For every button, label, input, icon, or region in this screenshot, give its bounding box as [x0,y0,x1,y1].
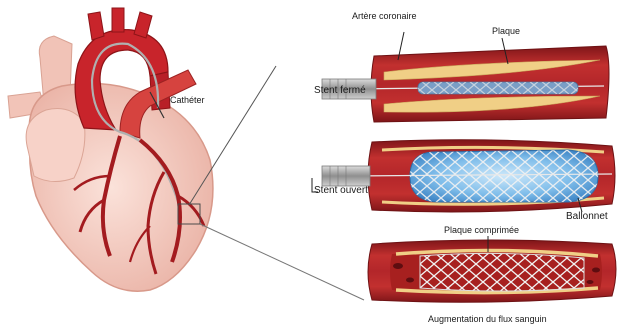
artery-open-stent [312,140,615,212]
label-catheter: Cathéter [170,96,205,105]
projection-line-bottom [200,224,364,300]
artery-closed-stent [322,32,609,122]
label-stent-closed: Stent fermé [314,86,366,96]
label-blood-flow: Augmentation du flux sanguin [428,315,547,324]
label-artery: Artère coronaire [352,12,417,21]
label-balloon: Ballonnet [566,212,608,222]
label-plaque: Plaque [492,27,520,36]
label-stent-open: Stent ouvert [314,186,368,196]
projection-line-top [189,66,276,205]
artery-stent-deployed [368,236,616,302]
label-plaque-compressed: Plaque comprimée [444,226,519,235]
heart-illustration [8,8,213,291]
